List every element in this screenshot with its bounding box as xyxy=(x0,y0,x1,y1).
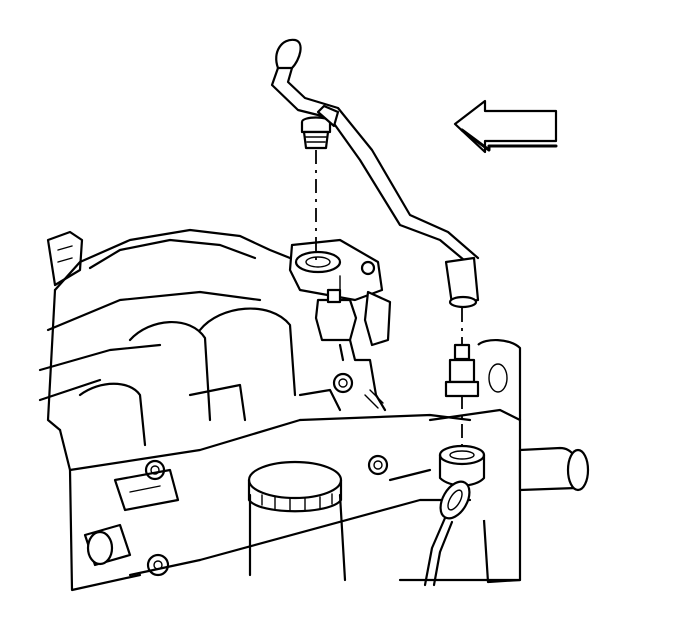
pcv-valve-housing xyxy=(288,238,392,412)
oil-fill-cap xyxy=(247,460,347,582)
intake-manifold xyxy=(38,228,472,592)
pcv-upper-grommet xyxy=(300,116,332,150)
pcv-valve xyxy=(444,343,480,398)
valve-cover-right xyxy=(398,339,590,584)
pcv-hose xyxy=(270,38,480,309)
direction-arrow xyxy=(453,99,558,154)
dipstick-handle xyxy=(423,480,471,587)
